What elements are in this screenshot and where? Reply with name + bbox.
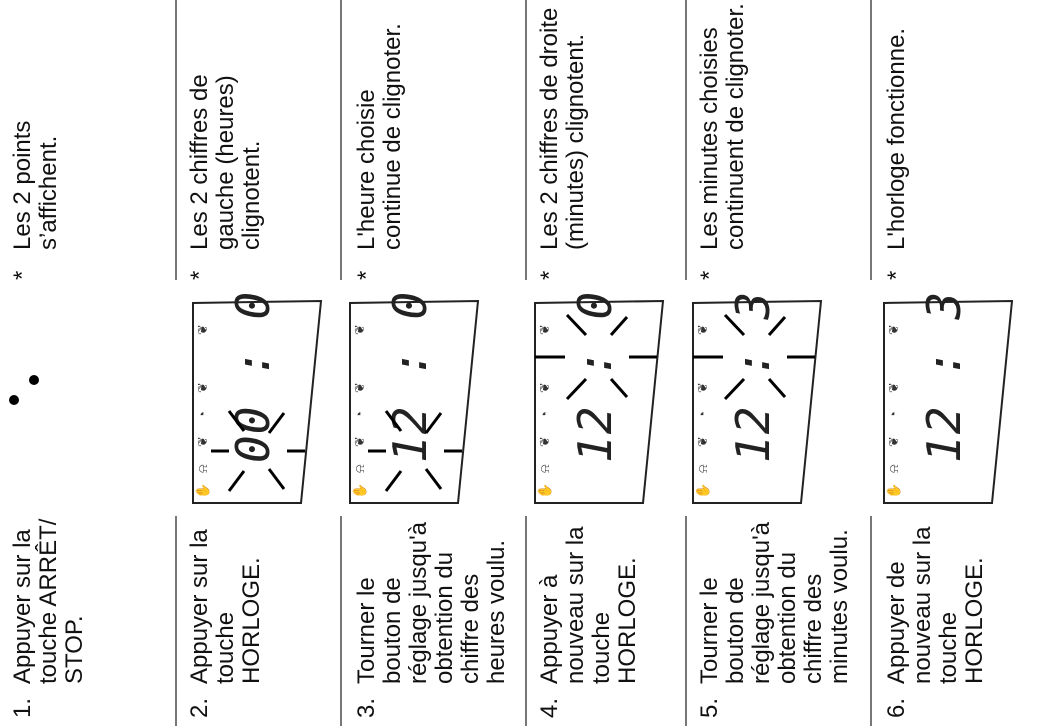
blink-marks	[535, 313, 657, 401]
clock-icon: ◔	[695, 411, 710, 419]
bullet: *	[186, 270, 213, 280]
step-instruction: 1. Appuyer sur la touche ARRÊT/ STOP.	[9, 518, 88, 718]
step-text: Appuyer sur la touche HORLOGE.	[186, 529, 265, 684]
result-text: Les 2 chiffres de droite (minutes) clign…	[536, 7, 589, 250]
clock-display: ✋ ⍾ ❦ ◔ ❦ ❦ 12 : 30	[692, 291, 823, 504]
step-text: Appuyer sur la touche ARRÊT/ STOP.	[9, 518, 88, 684]
step-number: 2.	[186, 697, 213, 718]
leaf-icon: ❦	[537, 436, 552, 447]
bullet: *	[353, 270, 380, 280]
blink-marks	[211, 410, 305, 492]
leaf-icon: ❦	[695, 324, 710, 335]
result-text: Les minutes choisies continuent de clign…	[696, 3, 749, 250]
step-instruction: 3. Tourner le bouton de réglage jusqu'à …	[353, 518, 510, 718]
step-result: * Les 2 chiffres de droite (minutes) cli…	[536, 0, 589, 280]
leaf-icon: ❦	[695, 436, 710, 447]
step-instruction: 2. Appuyer sur la touche HORLOGE.	[186, 518, 265, 718]
leaf-icon: ❦	[886, 436, 901, 447]
leaf-icon: ❦	[352, 382, 367, 393]
leaf-icon: ❦	[195, 324, 210, 335]
leaf-icon: ❦	[352, 436, 367, 447]
step-number: 3.	[353, 697, 380, 718]
result-text: L'horloge fonctionne.	[883, 27, 910, 250]
time-digits: 00 : 00	[226, 291, 280, 463]
step-instruction: 4. Appuyer à nouveau sur la touche HORLO…	[536, 518, 641, 718]
step-result: * Les 2 chiffres de gauche (heures) clig…	[186, 0, 265, 280]
step-result: * L'horloge fonctionne.	[883, 0, 910, 280]
step-instruction: 5. Tourner le bouton de réglage jusqu'à …	[696, 518, 853, 718]
step-text: Appuyer à nouveau sur la touche HORLOGE.	[536, 526, 641, 684]
bullet: *	[696, 270, 723, 280]
result-text: L'heure choisie continue de clignoter.	[353, 23, 406, 250]
step-number: 4.	[536, 697, 563, 718]
time-digits: 12 : 30	[917, 291, 971, 463]
bullet: *	[536, 270, 563, 280]
leaf-icon: ❦	[352, 324, 367, 335]
step-number: 5.	[696, 697, 723, 718]
clock-display: ✋ ⍾ ❦ ◔ ❦ ❦ 00 : 00	[192, 291, 323, 504]
step-number: 6.	[883, 697, 910, 718]
leaf-icon: ❦	[886, 324, 901, 335]
clock-display: ✋ ⍾ ❦ ◔ ❦ ❦ 12 : 30	[883, 291, 1014, 504]
clock-icon: ◔	[886, 411, 901, 419]
step-text: Appuyer de nouveau sur la touche HORLOGE…	[883, 526, 988, 684]
colon-dot-upper	[9, 395, 19, 405]
leaf-icon: ❦	[886, 382, 901, 393]
leaf-icon: ❦	[537, 324, 552, 335]
step-row-1: 1. Appuyer sur la touche ARRÊT/ STOP. * …	[0, 0, 160, 726]
step-result: * Les minutes choisies continuent de cli…	[696, 0, 749, 280]
step-row-6: 6. Appuyer de nouveau sur la touche HORL…	[870, 0, 1051, 726]
leaf-icon: ❦	[195, 436, 210, 447]
bell-icon: ⍾	[537, 464, 552, 473]
step-row-5: 5. Tourner le bouton de réglage jusqu'à …	[685, 0, 870, 726]
bullet: *	[883, 270, 910, 280]
clock-display: ✋ ⍾ ❦ ◔ ❦ ❦ 12 : 00	[534, 291, 665, 504]
clock-icon: ◔	[352, 411, 367, 419]
hand-icon: ✋	[195, 483, 210, 499]
hand-icon: ✋	[886, 483, 901, 499]
step-text: Tourner le bouton de réglage jusqu'à obt…	[696, 521, 853, 684]
step-row-4: 4. Appuyer à nouveau sur la touche HORLO…	[525, 0, 685, 726]
leaf-icon: ❦	[537, 382, 552, 393]
bell-icon: ⍾	[886, 464, 901, 473]
bell-icon: ⍾	[195, 464, 210, 473]
step-result: * L'heure choisie continue de clignoter.	[353, 0, 406, 280]
bullet: *	[9, 270, 36, 280]
blink-marks	[693, 313, 815, 401]
blink-marks	[368, 410, 462, 492]
bell-icon: ⍾	[352, 464, 367, 473]
time-digits: 12 : 00	[568, 291, 622, 463]
hand-icon: ✋	[352, 483, 367, 499]
leaf-icon: ❦	[695, 382, 710, 393]
result-text: Les 2 chiffres de gauche (heures) cligno…	[186, 74, 265, 250]
bell-icon: ⍾	[695, 464, 710, 473]
hand-icon: ✋	[695, 483, 710, 499]
clock-display: ✋ ⍾ ❦ ◔ ❦ ❦ 12 : 00	[349, 291, 480, 504]
step-text: Tourner le bouton de réglage jusqu'à obt…	[353, 521, 510, 684]
time-digits: 12 : 30	[726, 291, 780, 463]
colon-dot-lower	[29, 375, 39, 385]
step-number: 1.	[9, 697, 36, 718]
hand-icon: ✋	[537, 483, 552, 499]
step-instruction: 6. Appuyer de nouveau sur la touche HORL…	[883, 518, 988, 718]
colon-dots	[9, 375, 39, 405]
time-digits: 12 : 00	[383, 291, 437, 463]
step-row-2: 2. Appuyer sur la touche HORLOGE. ✋ ⍾ ❦ …	[175, 0, 340, 726]
step-result: * Les 2 points s’affichent.	[9, 0, 62, 280]
clock-icon: ◔	[195, 411, 210, 419]
leaf-icon: ❦	[195, 382, 210, 393]
step-row-3: 3. Tourner le bouton de réglage jusqu'à …	[340, 0, 525, 726]
result-text: Les 2 points s’affichent.	[9, 120, 62, 250]
clock-icon: ◔	[537, 411, 552, 419]
